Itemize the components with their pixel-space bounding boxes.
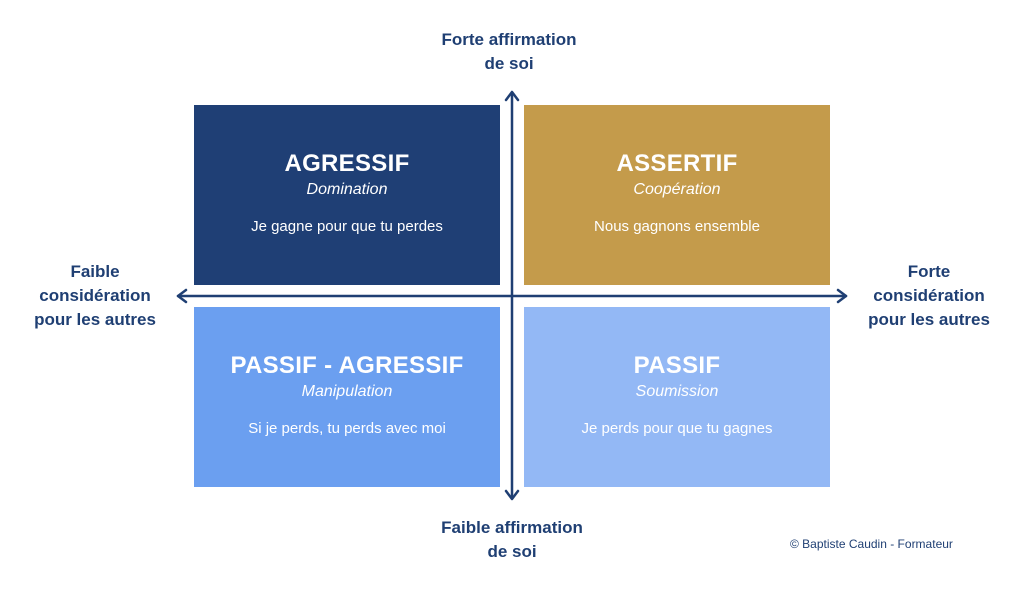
quadrant-passif-agressif-title: PASSIF - AGRESSIF	[230, 352, 464, 379]
arrow-right-icon	[836, 288, 848, 304]
bottom-axis-label: Faible affirmation de soi	[409, 516, 615, 564]
quadrant-agressif-description: Je gagne pour que tu perdes	[251, 218, 443, 235]
arrow-left-icon	[176, 288, 188, 304]
copyright-text: © Baptiste Caudin - Formateur	[790, 537, 953, 551]
arrow-up-icon	[504, 90, 520, 102]
right-axis-label-line3: pour les autres	[868, 310, 990, 329]
quadrant-passif: PASSIF Soumission Je perds pour que tu g…	[524, 307, 830, 487]
quadrant-assertif-description: Nous gagnons ensemble	[594, 218, 760, 235]
top-axis-label-line2: de soi	[484, 54, 534, 73]
left-axis-label-line3: pour les autres	[34, 310, 156, 329]
quadrant-agressif-title: AGRESSIF	[284, 150, 410, 177]
bottom-axis-label-line2: de soi	[487, 542, 537, 561]
right-axis-label: Forte considération pour les autres	[852, 260, 1006, 332]
quadrant-agressif: AGRESSIF Domination Je gagne pour que tu…	[194, 105, 500, 285]
quadrant-passif-description: Je perds pour que tu gagnes	[581, 420, 773, 437]
quadrant-passif-agressif-description: Si je perds, tu perds avec moi	[248, 420, 446, 437]
top-axis-label-line1: Forte affirmation	[441, 30, 577, 49]
bottom-axis-label-line1: Faible affirmation	[441, 518, 583, 537]
quadrant-assertif-title: ASSERTIF	[616, 150, 738, 177]
quadrant-agressif-subtitle: Domination	[306, 181, 388, 198]
right-axis-label-line1: Forte	[907, 262, 951, 281]
arrow-down-icon	[504, 489, 520, 501]
quadrant-passif-agressif: PASSIF - AGRESSIF Manipulation Si je per…	[194, 307, 500, 487]
quadrant-passif-agressif-subtitle: Manipulation	[301, 383, 393, 400]
quadrant-passif-subtitle: Soumission	[635, 383, 719, 400]
left-axis-label-line1: Faible	[70, 262, 120, 281]
top-axis-label: Forte affirmation de soi	[409, 28, 609, 76]
quadrant-passif-title: PASSIF	[633, 352, 721, 379]
quadrant-assertif: ASSERTIF Coopération Nous gagnons ensemb…	[524, 105, 830, 285]
quadrant-assertif-subtitle: Coopération	[633, 181, 721, 198]
left-axis-label: Faible considération pour les autres	[20, 260, 170, 332]
right-axis-label-line2: considération	[873, 286, 985, 305]
left-axis-label-line2: considération	[39, 286, 151, 305]
